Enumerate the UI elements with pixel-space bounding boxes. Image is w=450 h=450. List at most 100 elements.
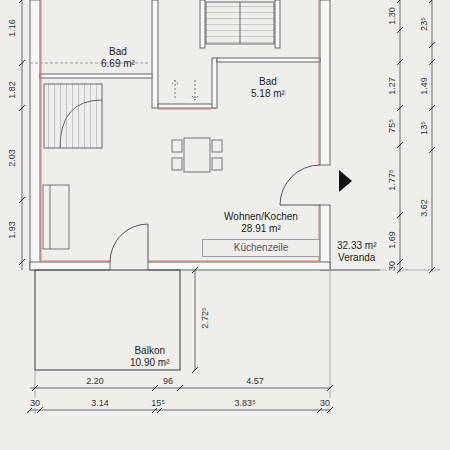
outer-wall [148,262,330,270]
dim-tick [192,267,198,273]
dim-tick [19,60,25,66]
door-swing [110,224,148,262]
wall-line [319,0,320,165]
dimension-label: 75⁵ [387,118,397,134]
room-label: 32.33 m²Veranda [335,239,378,265]
walls [30,0,330,270]
dimension-label: 1.93 [7,220,17,240]
outer-wall [30,262,110,270]
dim-tick [397,59,403,65]
dimension-label: 96 [162,376,174,386]
stair [206,2,274,44]
dim-tick [429,0,435,3]
dimension-label: 2.03 [7,148,17,168]
room-name: Küchenzeile [206,242,316,254]
outer-wall [320,0,330,165]
dimension-label: 23⁵ [419,16,429,32]
dimension-label: 30 [387,260,397,272]
dim-tick [177,385,183,391]
dim-tick [397,0,403,3]
dim-tick [397,27,403,33]
room-text: 10.90 m² [130,357,169,369]
dim-tick [192,367,198,373]
outer-wall [30,0,40,270]
dimension-label: 3.83⁵ [233,398,256,408]
extension-line [330,270,331,414]
extension-line [330,270,440,271]
shaft-arrows [172,80,198,100]
furniture [43,80,222,249]
dim-line [30,410,330,411]
dimension-label: 15⁵ [150,398,166,408]
wall-line [41,261,110,262]
dim-line [432,0,433,272]
dimension-label: 30 [29,398,41,408]
dim-tick [397,105,403,111]
table [184,138,210,172]
dim-tick [429,147,435,153]
dim-tick [152,385,158,391]
dim-tick [19,105,25,111]
red-wall-lines [30,0,319,261]
dimension-label: 1.49 [419,76,429,96]
inner-wall [40,74,152,78]
chair [212,158,222,170]
dim-tick [19,0,25,3]
inner-wall [212,58,217,108]
dimension-ticks [19,0,435,413]
dimension-label: 1.27 [387,76,397,96]
dimension-label: 13⁵ [419,120,429,136]
door-swing [280,165,320,205]
dimension-label: 1.30 [387,6,397,26]
fixture-box: Küchenzeile [202,239,320,257]
dimension-label: 1.77⁵ [387,168,397,191]
dim-tick [397,142,403,148]
dim-tick [429,105,435,111]
chair [172,158,182,170]
balcony-outline [35,270,180,370]
dimension-label: 30 [319,398,331,408]
chair [212,140,222,152]
entrance-marker [339,170,352,192]
stair-rail [240,2,241,44]
doors [110,165,320,262]
room-text: 5.18 m² [251,88,285,100]
dim-tick [32,385,38,391]
room-name: Wohnen/Kochen [202,211,320,223]
dim-tick [397,267,403,273]
dim-tick [327,385,333,391]
room-name: 32.33 m² [337,240,376,252]
dim-tick [19,259,25,265]
stair-rail [60,100,102,148]
dimension-label: 1.69 [387,230,397,250]
wall-line [148,261,319,262]
dim-line [22,0,23,270]
inner-wall [200,0,205,48]
room-text: Veranda [337,252,376,264]
dim-tick [429,42,435,48]
sofa-back [50,185,51,249]
dim-tick [19,197,25,203]
room-label: Bad6.69 m² [99,45,137,71]
inner-wall [275,0,280,48]
room-label: Wohnen/Kochen28.91 m² Küchenzeile [200,210,322,258]
dim-line [400,0,401,272]
dimension-label: 3.14 [90,398,110,408]
dim-tick [397,212,403,218]
staircase [44,2,274,148]
room-name: Bad [101,46,135,58]
chair [172,140,182,152]
room-text: 28.91 m² [202,223,320,235]
dimension-label: 1.16 [7,18,17,38]
room-name: Bad [251,76,285,88]
dim-tick [429,267,435,273]
inner-wall [152,0,158,108]
dimension-lines [22,0,440,414]
inner-wall [158,104,215,108]
room-label: Bad5.18 m² [249,75,287,101]
outer-wall [320,205,330,270]
wall-line [41,0,42,261]
